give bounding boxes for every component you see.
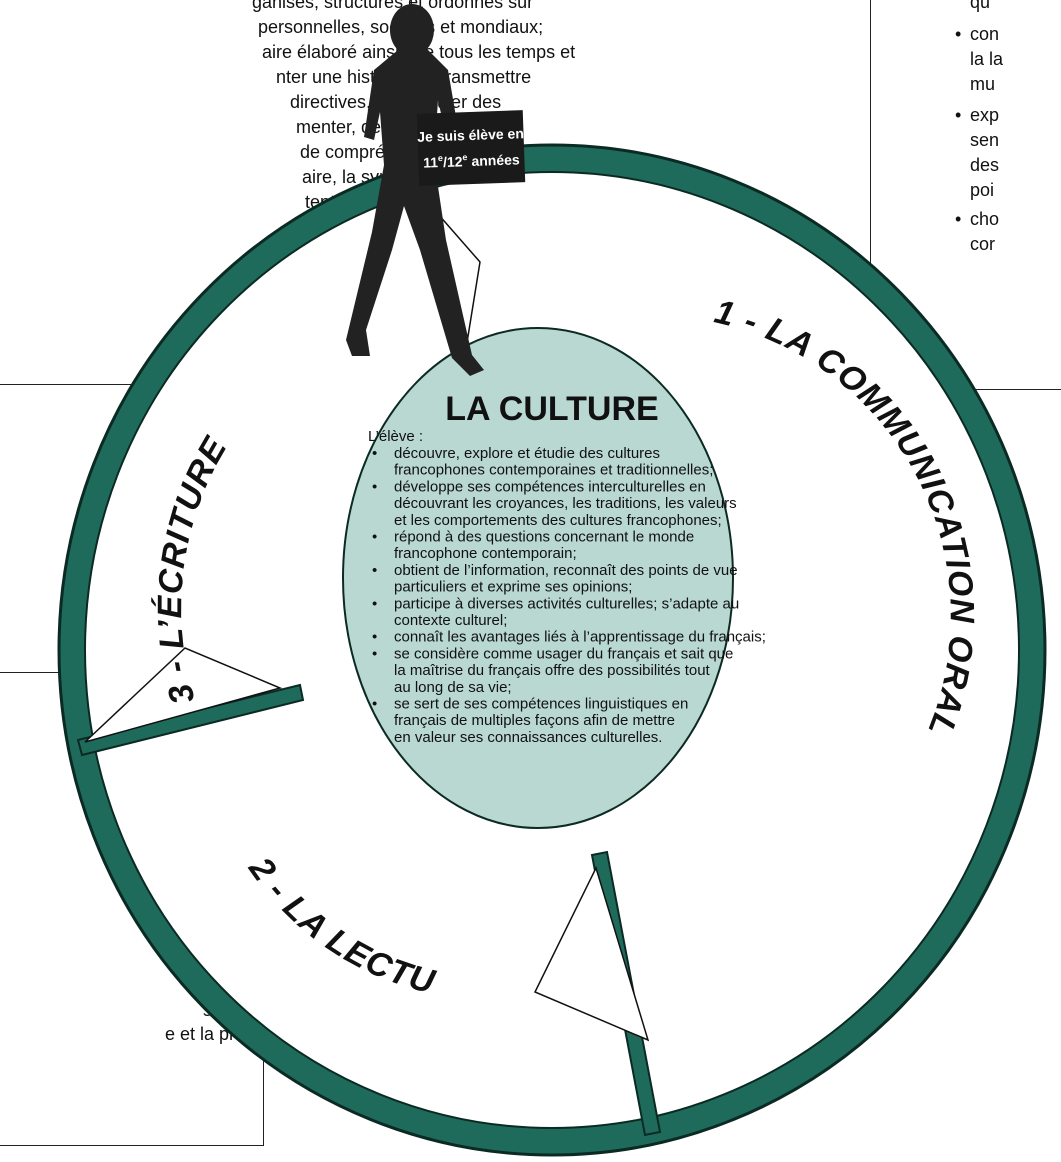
sign-line-2: 11e/12e années <box>423 150 520 170</box>
culture-item-line: au long de sa vie; <box>394 679 512 696</box>
culture-bullet: • <box>372 595 377 612</box>
culture-item-line: se considère comme usager du français et… <box>394 645 733 662</box>
culture-bullet: • <box>372 645 377 662</box>
culture-item-line: français de multiples façons afin de met… <box>394 712 675 729</box>
culture-item-line: en valeur ses connaissances culturelles. <box>394 729 662 746</box>
culture-bullet: • <box>372 478 377 495</box>
top-left-text-line: ganisés, structurés et ordonnés sur <box>252 0 534 12</box>
culture-item-line: particuliers et exprime ses opinions; <box>394 579 632 596</box>
right-text-line: • <box>955 24 962 44</box>
culture-item-line: connaît les avantages liés à l’apprentis… <box>394 629 766 646</box>
sign-line-1: Je suis élève en <box>417 125 524 145</box>
right-text-line: • <box>955 209 962 229</box>
right-text-line: sen <box>970 130 1000 150</box>
culture-item-line: francophones contemporaines et tradition… <box>394 462 713 479</box>
culture-bullet: • <box>372 445 377 462</box>
culture-bullet: • <box>372 629 377 646</box>
right-text-line: cho <box>970 209 1000 229</box>
culture-item-line: répond à des questions concernant le mon… <box>394 529 694 546</box>
culture-item-line: développe ses compétences interculturell… <box>394 478 706 495</box>
culture-bullet-list: • découvre, explore et étudie des culture… <box>372 445 766 746</box>
right-text-line: qu <box>970 0 991 12</box>
culture-item-line: et les comportements des cultures franco… <box>394 512 722 529</box>
right-text-line: con <box>970 24 1000 44</box>
culture-item-line: francophone contemporain; <box>394 545 577 562</box>
right-text-line: des <box>970 155 1000 175</box>
page-flap-bottom <box>533 865 650 1042</box>
culture-item-line: la maîtrise du français offre des possib… <box>394 662 711 679</box>
page-flap-left <box>84 647 283 743</box>
right-text-line: mu <box>970 74 996 94</box>
right-text-line: poi <box>970 180 995 200</box>
culture-title: LA CULTURE <box>445 390 658 428</box>
culture-circle <box>342 327 734 829</box>
culture-item-line: obtient de l’information, reconnaît des … <box>394 562 738 579</box>
culture-item-line: découvrant les croyances, les traditions… <box>394 495 737 512</box>
right-text-line: cor <box>970 234 996 254</box>
right-text-line: exp <box>970 105 1000 125</box>
right-text-line: • <box>955 105 962 125</box>
culture-intro: L’élève : <box>368 428 423 445</box>
student-sign: Je suis élève en 11e/12e années <box>416 110 526 186</box>
culture-bullet: • <box>372 562 377 579</box>
culture-item-line: contexte culturel; <box>394 612 507 629</box>
culture-bullet: • <box>372 529 377 546</box>
culture-item-line: découvre, explore et étudie des cultures <box>394 445 660 462</box>
culture-item-line: participe à diverses activités culturell… <box>394 595 739 612</box>
right-text-line: la la <box>970 49 1004 69</box>
culture-item-line: se sert de ses compétences linguistiques… <box>394 696 688 713</box>
culture-bullet: • <box>372 696 377 713</box>
